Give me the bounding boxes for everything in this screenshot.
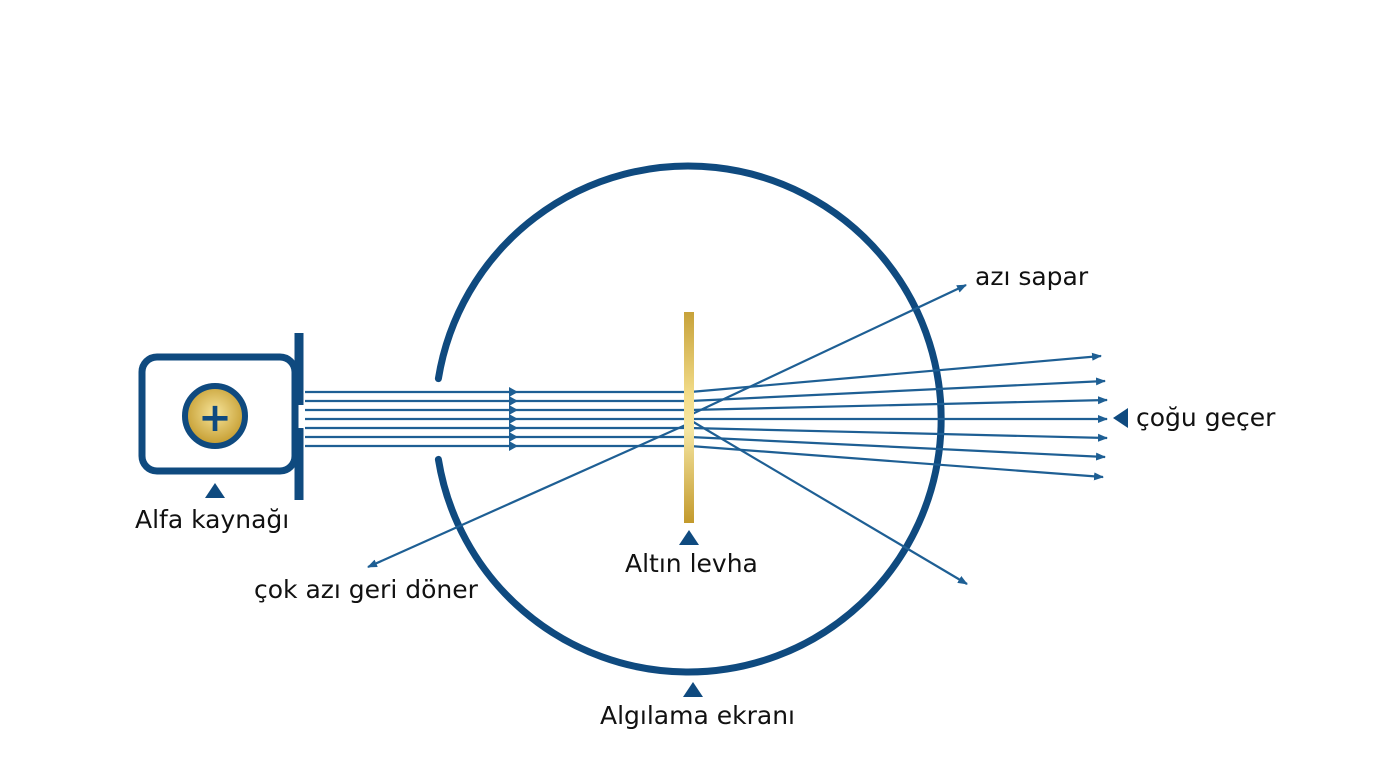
triangle-marker-icon [205,483,225,498]
most-pass-label: çoğu geçer [1136,403,1276,432]
triangle-marker-icon [1113,408,1128,428]
backscattered-beam [367,421,691,569]
transmitted-beam [689,377,1106,403]
triangle-marker-icon [679,530,699,545]
transmitted-beam [689,352,1102,394]
source-plus-symbol: + [198,395,232,441]
transmitted-beam [689,426,1108,442]
few-deflect-label: azı sapar [975,262,1089,291]
transmitted-beam [689,444,1104,481]
chevron-right-icon [509,432,518,442]
chevron-right-icon [509,396,518,406]
deflected-beam-up [689,284,967,416]
transmitted-beam [689,435,1106,461]
detector-screen-ring [434,162,945,676]
very-few-return-label: çok azı geri döner [254,575,478,604]
deflected-beam-down [689,419,968,585]
transmitted-beams [689,352,1108,481]
triangle-marker-icon [683,682,703,697]
chevron-right-icon [509,405,518,415]
detector-screen-label: Algılama ekranı [600,701,795,730]
gold-foil-label: Altın levha [625,549,758,578]
incoming-beams [305,390,690,448]
transmitted-beam [689,396,1108,412]
chevron-right-icon [509,387,518,397]
chevron-right-icon [509,423,518,433]
alpha-source-label: Alfa kaynağı [135,505,290,534]
alpha-source-housing [138,353,299,475]
gold-foil [684,312,694,523]
chevron-right-icon [509,414,518,424]
beam-direction-chevrons [509,387,518,451]
alpha-source-disc [182,383,248,449]
chevron-right-icon [509,441,518,451]
